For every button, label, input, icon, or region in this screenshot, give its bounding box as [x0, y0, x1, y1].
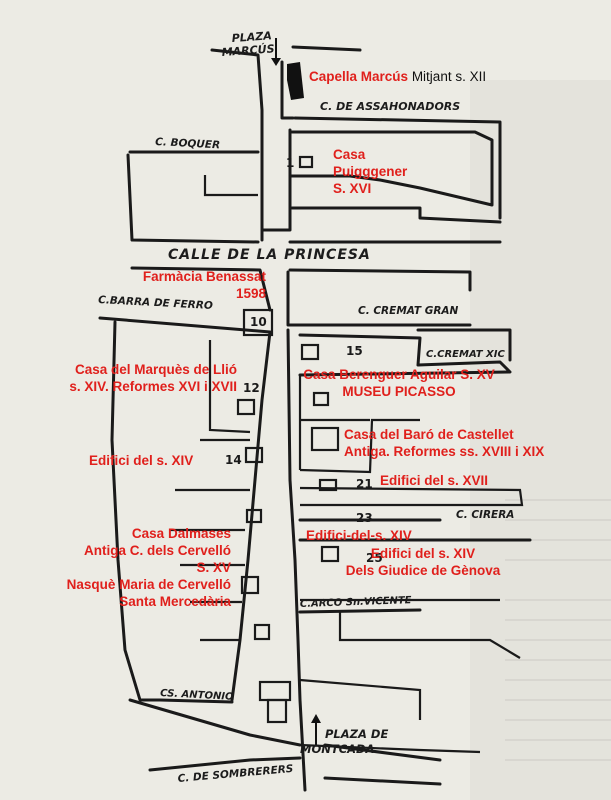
house-number: 14: [225, 453, 242, 467]
llio-line-2: s. XIV. Reformes XVI i XVII: [69, 379, 237, 394]
block-puigggener: [126, 116, 502, 244]
dalmases-line-5: Santa Mercedària: [119, 594, 231, 609]
street-plaza-montcada-2: MONTCADA: [300, 742, 374, 756]
house-number: 1: [286, 156, 294, 170]
annotation-casa-berenguer: Casa Berenguer Aguilar S. XV MUSEU PICAS…: [290, 366, 508, 400]
dalmases-line-1: Casa Dalmases: [131, 526, 231, 541]
house-number: 12: [243, 381, 260, 395]
annotation-giudice: Edifici del s. XIV Dels Giudice de Gènov…: [338, 545, 508, 579]
annotation-edifici-xvii: Edifici del s. XVII: [380, 473, 489, 488]
annotation-edifici-xiv-mid: Edifici-del-s. XIV: [306, 528, 412, 543]
dalmases-line-4: Nasquè Maria de Cervelló: [66, 577, 231, 592]
annotation-casa-puigggener: Casa Puigggener S. XVI: [333, 146, 407, 197]
annotation-casa-castellet: Casa del Baró de Castellet Antiga. Refor…: [344, 426, 544, 460]
block-left: [98, 308, 292, 724]
berenguer-line-1: Casa Berenguer Aguilar S. XV: [303, 367, 495, 382]
farmacia-line-1: Farmàcia Benassat: [142, 269, 266, 284]
farmacia-line-2: 1598: [235, 286, 266, 301]
annotation-farmacia-benassat: Farmàcia Benassat 1598: [143, 268, 266, 302]
capella-name: Capella Marcús: [309, 69, 409, 84]
puigggener-line-2: Puigggener: [333, 164, 408, 179]
plaza-marcus-area: [210, 38, 362, 242]
house-number: 15: [346, 344, 363, 358]
street-princesa: CALLE DE LA PRINCESA: [168, 247, 371, 263]
dalmases-line-3: S. XV: [196, 560, 231, 575]
house-number: 23: [356, 511, 373, 525]
annotation-casa-dalmases: Casa Dalmases Antiga C. dels Cervelló S.…: [67, 525, 231, 610]
street-assahonadors: C. DE ASSAHONADORS: [320, 100, 460, 113]
giudice-line-1: Edifici del s. XIV: [370, 546, 476, 561]
berenguer-line-2: MUSEU PICASSO: [342, 384, 456, 399]
block-right: [286, 328, 532, 792]
castellet-line-2: Antiga. Reformes ss. XVIII i XIX: [344, 444, 545, 459]
capella-date: Mitjant s. XII: [411, 69, 487, 84]
dalmases-line-2: Antiga C. dels Cervelló: [83, 543, 231, 558]
street-sant-antonio: CS. ANTONIO: [160, 688, 234, 703]
puigggener-line-3: S. XVI: [333, 181, 372, 196]
castellet-line-1: Casa del Baró de Castellet: [344, 427, 514, 442]
house-number: 10: [250, 315, 267, 329]
giudice-line-2: Dels Giudice de Gènova: [345, 563, 501, 578]
street-cirera: C. CIRERA: [456, 509, 514, 521]
llio-line-1: Casa del Marquès de Llió: [74, 362, 237, 377]
street-boquer: C. BOQUER: [155, 136, 221, 151]
street-plaza-marcus-1: PLAZA: [231, 29, 272, 45]
annotation-capella-marcus: Capella Marcús Mitjant s. XII: [309, 68, 486, 85]
street-plaza-marcus-2: MARCÚS: [221, 42, 275, 59]
street-arco-san-vicente: C.ARCO Sn.VICENTE: [300, 595, 412, 610]
street-cremat-xic: C.CREMAT XIC: [426, 349, 505, 360]
street-cremat-gran: C. CREMAT GRAN: [358, 305, 459, 317]
house-number: 21: [356, 477, 373, 491]
annotation-casa-llio: Casa del Marquès de Llió s. XIV. Reforme…: [69, 361, 237, 395]
house-number: 25: [366, 551, 383, 565]
capella-marcus-building: [287, 62, 304, 100]
street-plaza-montcada-1: PLAZA DE: [325, 727, 388, 741]
annotation-edifici-xiv-left: Edifici del s. XIV: [89, 453, 194, 468]
puigggener-line-1: Casa: [333, 147, 366, 162]
